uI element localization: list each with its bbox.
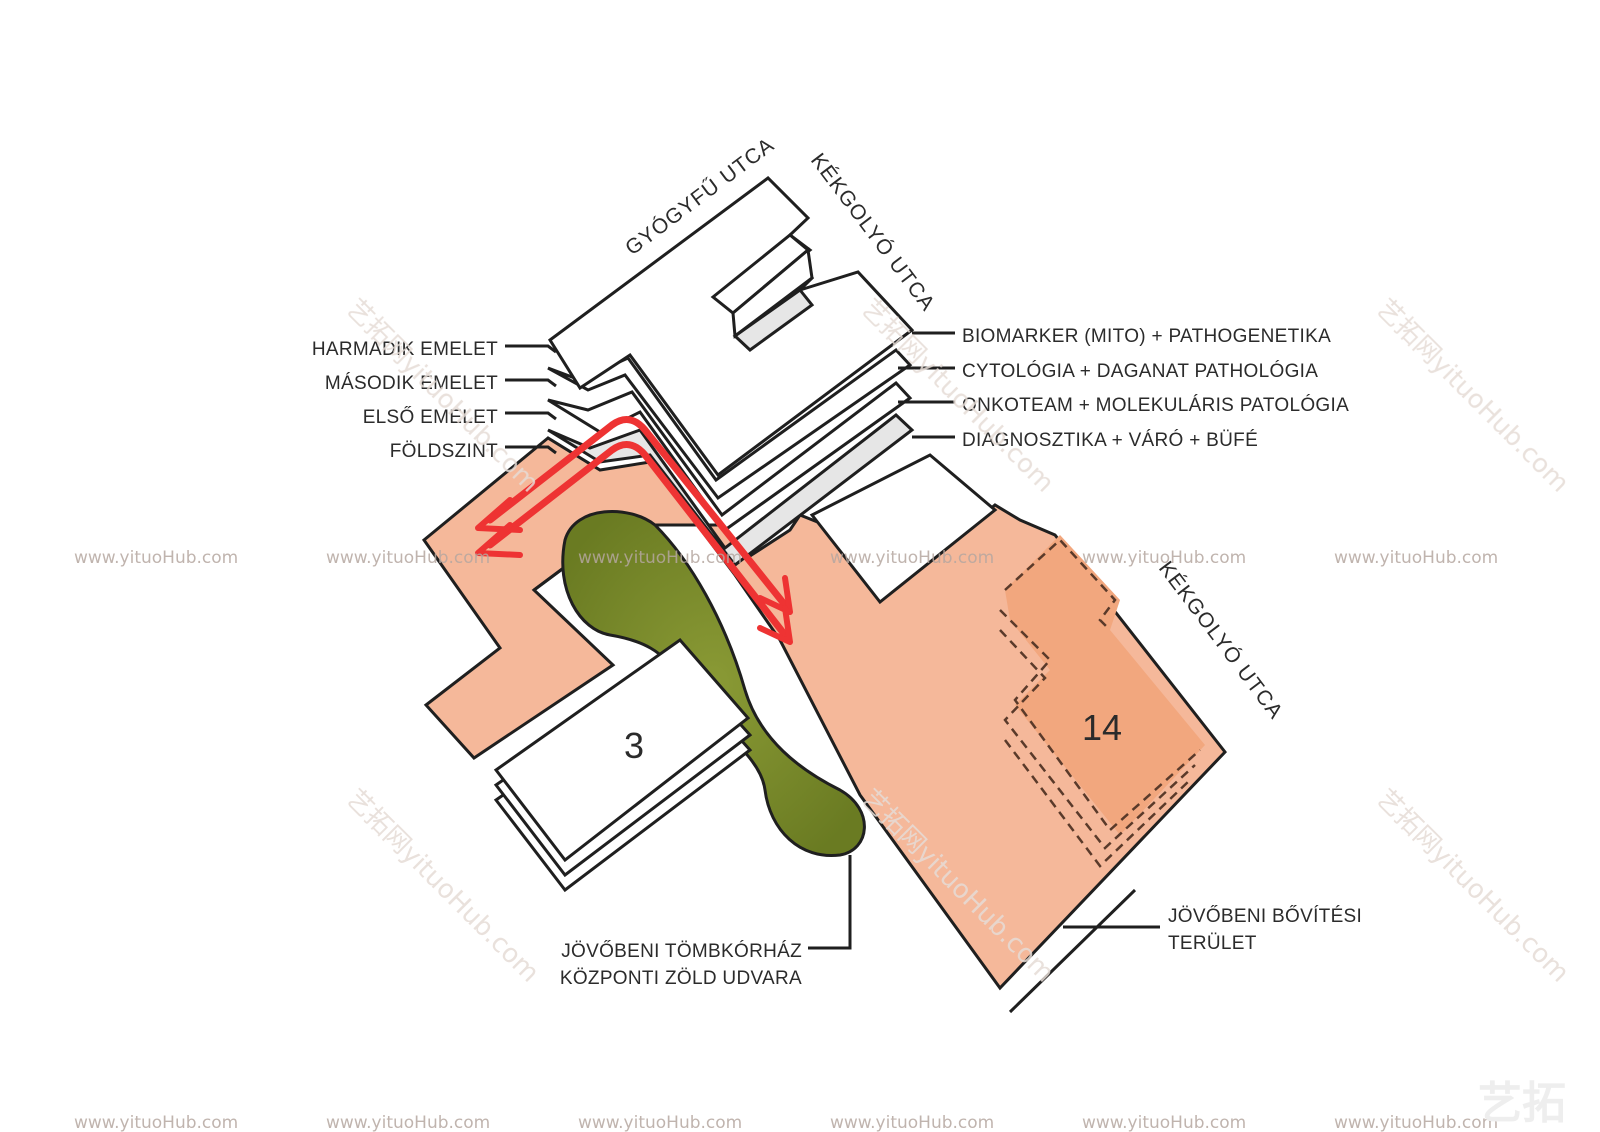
building-14-label: 14 xyxy=(1082,707,1122,748)
watermark-logo-text: 艺拓 xyxy=(1478,1078,1566,1129)
watermark-text: www.yituoHub.com xyxy=(830,1113,994,1132)
level-label: FÖLDSZINT xyxy=(390,441,498,462)
watermark-text: www.yituoHub.com xyxy=(578,548,742,568)
watermark-text: www.yituoHub.com xyxy=(74,1113,238,1132)
level-label: HARMADIK EMELET xyxy=(312,339,498,360)
expansion-caption-line1: JÖVŐBENI BŐVÍTÉSI xyxy=(1168,905,1362,927)
courtyard-caption-line2: KÖZPONTI ZÖLD UDVARA xyxy=(560,968,802,989)
watermark-text: www.yituoHub.com xyxy=(326,548,490,568)
watermark-text: www.yituoHub.com xyxy=(326,1113,490,1132)
function-label: BIOMARKER (MITO) + PATHOGENETIKA xyxy=(962,326,1331,347)
level-label: MÁSODIK EMELET xyxy=(325,373,498,394)
functions-right: BIOMARKER (MITO) + PATHOGENETIKA CYTOLÓG… xyxy=(962,326,1349,451)
levels-left: HARMADIK EMELET MÁSODIK EMELET ELSŐ EMEL… xyxy=(312,339,498,462)
expansion-caption-line2: TERÜLET xyxy=(1168,933,1257,954)
circulation-arrows xyxy=(475,416,793,645)
watermark-text: www.yituoHub.com xyxy=(578,1113,742,1132)
watermark-text: www.yituoHub.com xyxy=(1082,548,1246,568)
function-label: ONKOTEAM + MOLEKULÁRIS PATOLÓGIA xyxy=(962,394,1349,416)
leader-lines xyxy=(505,331,1160,1014)
courtyard-caption-line1: JÖVŐBENI TÖMBKÓRHÁZ xyxy=(561,940,802,962)
watermark-diagonal: 艺拓网yituoHub.com xyxy=(1370,784,1575,989)
watermark-diagonal: 艺拓网yituoHub.com xyxy=(1370,294,1575,499)
expansion-caption: JÖVŐBENI BŐVÍTÉSI TERÜLET xyxy=(1168,905,1362,954)
function-label: DIAGNOSZTIKA + VÁRÓ + BÜFÉ xyxy=(962,429,1258,451)
building-3: 3 xyxy=(493,637,753,893)
building-3-label: 3 xyxy=(624,725,644,766)
building-14: 14 xyxy=(999,535,1205,868)
watermark-text: www.yituoHub.com xyxy=(74,548,238,568)
function-label: CYTOLÓGIA + DAGANAT PATHOLÓGIA xyxy=(962,360,1318,382)
watermark-diagonal: 艺拓网yituoHub.com xyxy=(340,294,545,499)
watermark-text: www.yituoHub.com xyxy=(1334,548,1498,568)
level-label: ELSŐ EMELET xyxy=(363,406,498,428)
watermark-logo: 艺拓 xyxy=(1478,1078,1566,1129)
watermark-text: www.yituoHub.com xyxy=(830,548,994,568)
watermark-text: www.yituoHub.com xyxy=(1334,1113,1498,1132)
courtyard-caption: JÖVŐBENI TÖMBKÓRHÁZ KÖZPONTI ZÖLD UDVARA xyxy=(560,940,802,989)
watermark-text: www.yituoHub.com xyxy=(1082,1113,1246,1132)
